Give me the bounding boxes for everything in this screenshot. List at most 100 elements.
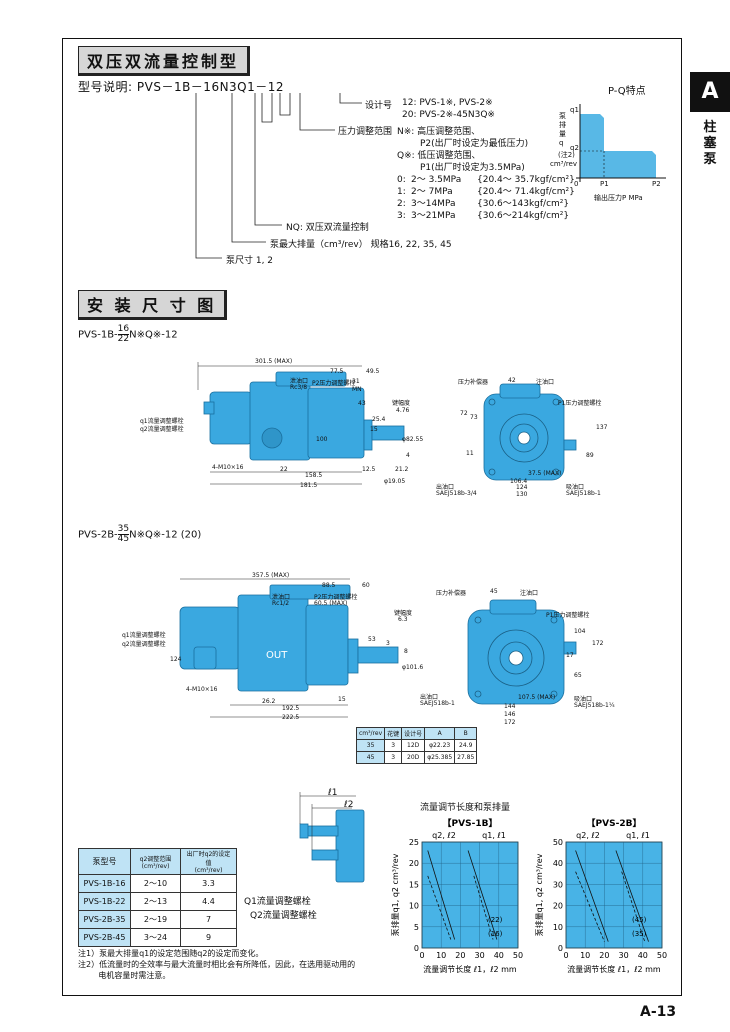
table-cell: 9	[180, 928, 237, 947]
section-tab: A	[690, 72, 730, 112]
chart-y-tick: 20	[553, 902, 563, 911]
chart-x-tick: 30	[619, 951, 629, 960]
model-code: PVS－1B－16N3Q1－12	[136, 80, 285, 94]
drawing2-front-65: 65	[574, 672, 582, 679]
chart-y-tick: 10	[553, 923, 563, 932]
page-number: A-13	[640, 1004, 677, 1020]
drawing1-pilot-dia: φ82.55	[402, 436, 424, 443]
chart-y-tick: 5	[414, 923, 419, 932]
chart-xlabel: 流量调节长度 ℓ1，ℓ2 mm	[423, 964, 517, 974]
drawing2-front-146: 146	[504, 711, 516, 718]
chart-x-tick: 50	[657, 951, 667, 960]
table-cell: 3	[384, 751, 403, 764]
drawing1-dim-15: 15	[370, 426, 378, 433]
page-frame	[62, 38, 682, 996]
pressure-range-kgf: {30.6～214kgf/cm²}	[477, 211, 570, 221]
pressure-range-list: 0:2～ 3.5MPa{20.4～ 35.7kgf/cm²}1:2～ 7MPa{…	[397, 172, 575, 221]
chart-y-tick: 0	[414, 944, 419, 953]
drawing1-dim-25: 25.4	[372, 416, 386, 423]
spline-table-header: 花键	[384, 727, 403, 740]
drawing2-dim-262: 26.2	[262, 698, 276, 705]
drawing2-front-45: 45	[490, 588, 498, 595]
chart-series-line	[575, 871, 605, 942]
pressure-range-mpa: 3～21MPa	[411, 211, 456, 221]
table-cell: 7	[180, 910, 237, 929]
drawing2-dim-60: 60	[362, 582, 370, 589]
chart-title: 【PVS-1B】	[443, 818, 498, 829]
drawing2-front-172h: 172	[504, 719, 516, 726]
pressure-range-mpa: 3～14MPa	[411, 199, 456, 209]
pq-chart-title: P-Q特点	[608, 86, 646, 97]
drawing1-inlet-spec: SAEJ518b-1	[566, 490, 601, 497]
drawing2-key-width: 键幅度	[394, 610, 413, 617]
drawing2-q1-bolt: q1流量调整螺栓	[122, 632, 166, 639]
drawing1-dim-181: 181.5	[300, 482, 318, 489]
drawing1-key-width: 键幅度	[392, 400, 411, 407]
chart-x-tick: 20	[455, 951, 465, 960]
nq-label: NQ: 双压双流量控制	[286, 223, 369, 233]
drawing2-dim-overall: 357.5 (MAX)	[252, 572, 290, 579]
chart-x-tick: 10	[436, 951, 446, 960]
displacement-label: 泵最大排量（cm³/rev） 规格16, 22, 35, 45	[270, 240, 452, 250]
drawing1-compensator: 压力补偿器	[458, 379, 489, 386]
note-line: 电机容量时需注意。	[78, 971, 171, 980]
pq-y-unit: cm³/rev	[550, 160, 578, 168]
table-cell: φ22.23	[424, 739, 456, 752]
detail-l2: ℓ2	[344, 800, 354, 810]
drawing2-drain-port: 泄油口	[272, 594, 291, 601]
table-cell: PVS-2B-35	[78, 910, 131, 929]
pressure-range-row: 0:2～ 3.5MPa{20.4～ 35.7kgf/cm²}	[397, 172, 575, 185]
drawing1-dim-mn: MN	[352, 386, 362, 393]
table-cell: 20D	[401, 751, 426, 764]
drawing2-dim-124: 124	[170, 656, 182, 663]
chart-y-tick: 40	[553, 859, 563, 868]
pq-xlabel: 输出压力P MPa	[594, 194, 643, 202]
chart-x-tick: 0	[563, 951, 568, 960]
drawing2-front-172v: 172	[592, 640, 604, 647]
table-cell: 2～19	[130, 910, 181, 929]
table-cell: PVS-1B-16	[78, 874, 131, 893]
drawing1-dim-21: 21.2	[395, 466, 409, 473]
drawing2-pilot-dia: φ101.6	[402, 664, 424, 671]
pq-area	[580, 114, 656, 178]
chart-series-label: (16)	[488, 930, 503, 938]
chart-title: 【PVS-2B】	[587, 818, 642, 829]
pressure-range-label: 压力调整范围	[338, 127, 393, 137]
chart-series-line	[467, 850, 498, 940]
q2-table-header: 泵型号	[78, 848, 131, 875]
drawing1-dim-77: 77.5	[330, 368, 344, 375]
pressure-range-code: 0:	[397, 175, 406, 185]
n-range-line2: P2(出厂时设定为最低压力)	[420, 139, 529, 149]
drawing1-front-73: 73	[470, 414, 478, 421]
table-cell: 12D	[401, 739, 426, 752]
note-line: 注2）低流量时的全效率与最大流量时相比会有所降低，因此，在选用驱动用的	[78, 960, 356, 969]
chart-series-line	[427, 850, 456, 940]
table-cell: φ25.385	[424, 751, 456, 764]
drawing2-front-144: 144	[504, 703, 516, 710]
drawing2-dim-15: 15	[338, 696, 346, 703]
chart-top-label: q2, ℓ2	[576, 831, 600, 840]
chart-top-label: q1, ℓ1	[482, 831, 506, 840]
chart-series-line	[575, 850, 609, 942]
pq-ylabel-char: 泵	[559, 112, 566, 120]
chart-series-label: (45)	[632, 916, 647, 924]
pressure-range-kgf: {20.4～ 35.7kgf/cm²}	[477, 175, 575, 185]
pressure-range-code: 3:	[397, 211, 406, 221]
chart-y-tick: 25	[409, 838, 419, 847]
pq-ylabel-char: 量	[559, 130, 566, 138]
adjust-charts-title: 流量调节长度和泵排量	[420, 803, 511, 813]
spline-table-header: A	[424, 727, 456, 740]
chart-plot-area	[421, 841, 519, 949]
drawing2-dim-222: 222.5	[282, 714, 300, 721]
drawing1-front-130: 130	[516, 491, 528, 498]
table-cell: 3.3	[180, 874, 237, 893]
table-cell: 2～10	[130, 874, 181, 893]
table-cell: 27.85	[454, 751, 478, 764]
